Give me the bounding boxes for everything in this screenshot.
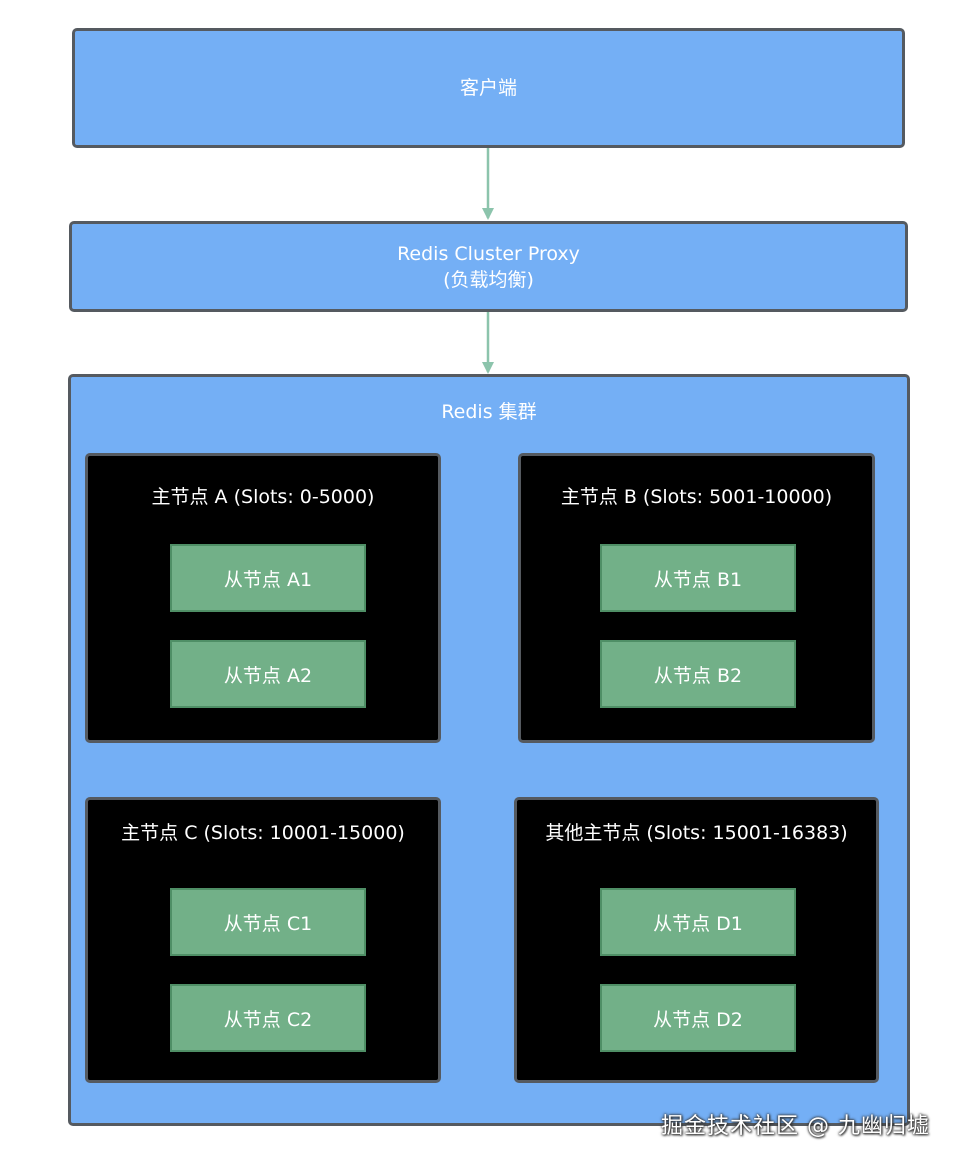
watermark: 掘金技术社区 @ 九幽归墟: [661, 1114, 930, 1139]
proxy-box: Redis Cluster Proxy (负载均衡): [69, 221, 908, 312]
master-title: 主节点 B (Slots: 5001-10000): [560, 486, 833, 508]
master-node-c: 主节点 C (Slots: 10001-15000) 从节点 C1 从节点 C2: [85, 797, 441, 1083]
cluster-title: Redis 集群: [441, 401, 537, 423]
master-title: 其他主节点 (Slots: 15001-16383): [545, 822, 848, 844]
slave-node: 从节点 C2: [170, 984, 366, 1052]
proxy-subtitle: (负载均衡): [443, 268, 534, 291]
slave-node: 从节点 A1: [170, 544, 366, 612]
master-title: 主节点 A (Slots: 0-5000): [151, 486, 375, 508]
slave-node: 从节点 B1: [600, 544, 796, 612]
master-node-other: 其他主节点 (Slots: 15001-16383) 从节点 D1 从节点 D2: [514, 797, 879, 1083]
slave-node: 从节点 A2: [170, 640, 366, 708]
slave-node: 从节点 B2: [600, 640, 796, 708]
master-node-a: 主节点 A (Slots: 0-5000) 从节点 A1 从节点 A2: [85, 453, 441, 743]
proxy-title: Redis Cluster Proxy: [397, 242, 580, 265]
master-node-b: 主节点 B (Slots: 5001-10000) 从节点 B1 从节点 B2: [518, 453, 875, 743]
slave-node: 从节点 D1: [600, 888, 796, 956]
slave-node: 从节点 D2: [600, 984, 796, 1052]
client-label: 客户端: [459, 77, 517, 99]
slave-node: 从节点 C1: [170, 888, 366, 956]
master-title: 主节点 C (Slots: 10001-15000): [121, 822, 405, 844]
client-box: 客户端: [72, 28, 905, 148]
